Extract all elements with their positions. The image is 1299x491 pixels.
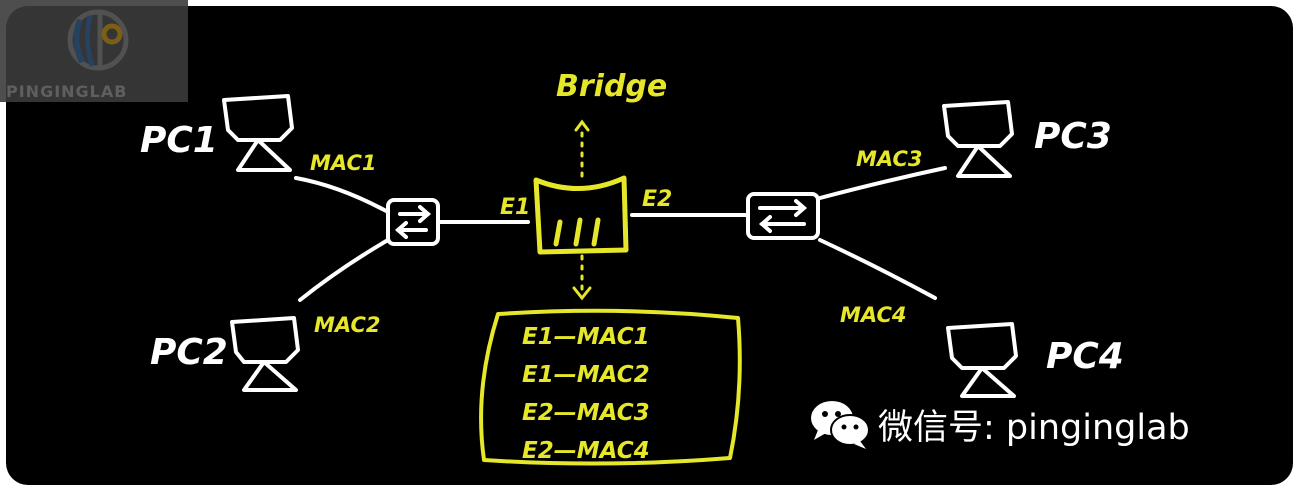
link-switch2-pc4: [818, 238, 937, 300]
diagram-board: [6, 6, 1293, 485]
mac3-label: MAC3: [856, 147, 923, 171]
e1-port-label: E1: [500, 195, 530, 220]
mac-table-box: [479, 308, 742, 466]
wechat-icon: [811, 401, 870, 449]
link-pc2-switch1: [298, 238, 390, 302]
pc4-icon: [946, 322, 1018, 398]
pc1-label: PC1: [140, 120, 218, 161]
bridge-label: Bridge: [556, 69, 667, 104]
pc4-label: PC4: [1046, 336, 1124, 377]
link-switch2-pc3: [818, 166, 947, 200]
pinginglab-logo: PINGINGLAB: [0, 0, 188, 102]
pc2-icon: [230, 316, 300, 392]
pc2-label: PC2: [150, 332, 228, 373]
link-pc1-switch1: [294, 176, 390, 214]
logo-mark-icon: [67, 9, 129, 71]
pc3-label: PC3: [1034, 116, 1112, 157]
mac-table-row: E1—MAC2: [522, 362, 650, 388]
e2-port-label: E2: [642, 187, 672, 212]
arrow-heads: [572, 119, 592, 301]
pc1-icon: [222, 94, 294, 172]
switch-icon: [746, 192, 820, 240]
pc3-icon: [942, 100, 1014, 178]
mac-table-row: E2—MAC4: [522, 438, 650, 464]
wechat-watermark: 微信号: pinginglab: [808, 392, 1190, 456]
mac4-label: MAC4: [840, 303, 907, 327]
connection-lines: [294, 166, 947, 302]
bridge-icon: [533, 175, 629, 255]
mac-table-row: E1—MAC1: [522, 324, 650, 350]
logo-watermark-text: PINGINGLAB: [6, 82, 128, 101]
switch-icon: [386, 198, 440, 246]
mac-table-row: E2—MAC3: [522, 400, 650, 426]
mac2-label: MAC2: [314, 313, 381, 337]
wechat-id-text: 微信号: pinginglab: [878, 407, 1190, 448]
mac1-label: MAC1: [310, 151, 377, 175]
